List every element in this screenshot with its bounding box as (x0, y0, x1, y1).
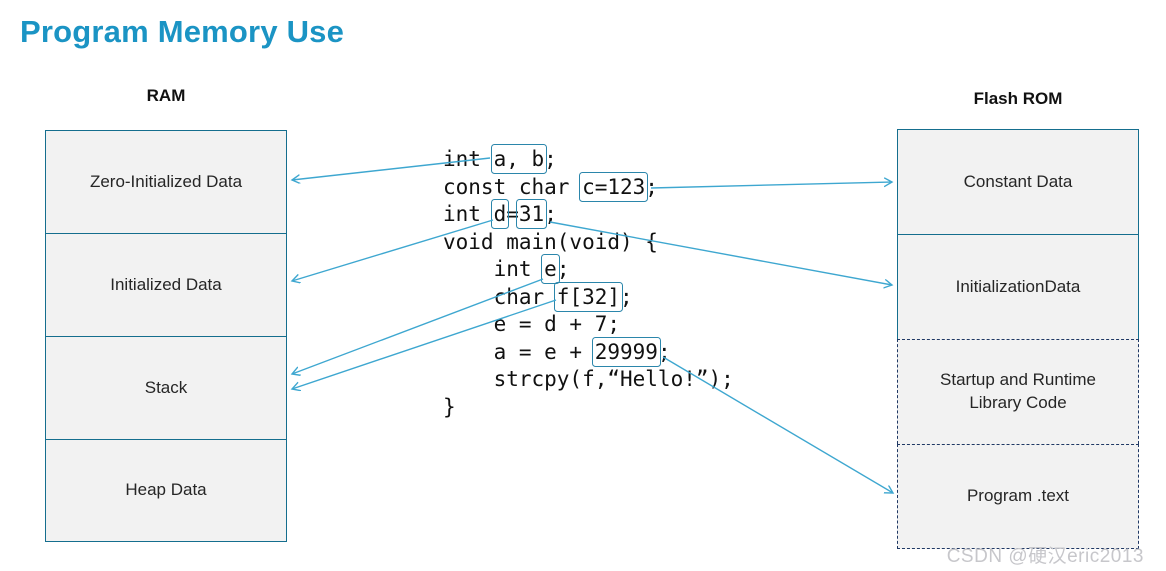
ram-block-heap-data: Heap Data (45, 439, 287, 542)
code-text: strcpy(f,“Hello!”); (443, 367, 734, 391)
code-text: ; (544, 202, 557, 226)
code-text: void main(void) { (443, 229, 658, 254)
code-text: ; (645, 174, 658, 199)
code-line: char f[32]; (443, 281, 734, 312)
memory-block-label: Stack (144, 377, 188, 397)
code-text: int (443, 147, 494, 171)
ram-block-stack: Stack (45, 336, 287, 439)
boxed-token: c=123 (579, 171, 649, 202)
code-line: a = e + 29999; (443, 336, 734, 367)
boxed-token: e (541, 254, 560, 284)
code-text: = (506, 202, 519, 226)
code-text: const char (443, 174, 583, 199)
code-text: ; (556, 257, 570, 281)
memory-block-label: Startup and Runtime Library Code (940, 370, 1096, 412)
code-line: void main(void) { (443, 229, 734, 257)
boxed-token: d (490, 199, 510, 229)
page-title: Program Memory Use (20, 14, 345, 49)
memory-block-label: Zero-Initialized Data (89, 171, 243, 191)
code-text: ; (544, 147, 557, 171)
code-text: int (443, 202, 494, 226)
code-line: int d=31; (443, 199, 734, 229)
boxed-token: 31 (515, 199, 548, 229)
rom-block-initializationdata: InitializationData (897, 234, 1139, 339)
code-text: char (443, 284, 557, 309)
memory-block-label: Initialized Data (110, 274, 222, 294)
code-line: int e; (443, 254, 734, 284)
rom-block-program-text: Program .text (897, 444, 1139, 549)
c-source-code: int a, b;const char c=123;int d=31;void … (443, 144, 734, 422)
code-line: e = d + 7; (443, 311, 734, 339)
rom-block-startup-and-runtime-library-code: Startup and Runtime Library Code (897, 339, 1139, 444)
code-line: } (443, 394, 734, 422)
ram-block-initialized-data: Initialized Data (45, 233, 287, 336)
boxed-token: 29999 (591, 336, 661, 367)
code-text: ; (620, 284, 633, 309)
memory-block-label: Heap Data (125, 480, 207, 500)
code-text: a = e + (443, 339, 595, 364)
memory-block-label: InitializationData (955, 276, 1081, 296)
code-line: strcpy(f,“Hello!”); (443, 366, 734, 394)
code-line: const char c=123; (443, 171, 734, 202)
code-text: int (443, 257, 545, 281)
boxed-token: f[32] (553, 281, 624, 312)
code-text: } (443, 394, 456, 419)
rom-block-constant-data: Constant Data (897, 129, 1139, 234)
code-text: ; (657, 339, 671, 364)
code-line: int a, b; (443, 144, 734, 174)
memory-block-label: Program .text (966, 486, 1070, 506)
boxed-token: a, b (490, 144, 548, 174)
memory-block-label: Constant Data (963, 171, 1073, 191)
csdn-watermark: CSDN @硬汉eric2013 (946, 546, 1144, 567)
ram-block-zero-initialized-data: Zero-Initialized Data (45, 130, 287, 233)
ram-header: RAM (146, 86, 186, 105)
flash-rom-header: Flash ROM (973, 89, 1063, 108)
code-text: e = d + 7; (443, 312, 621, 336)
